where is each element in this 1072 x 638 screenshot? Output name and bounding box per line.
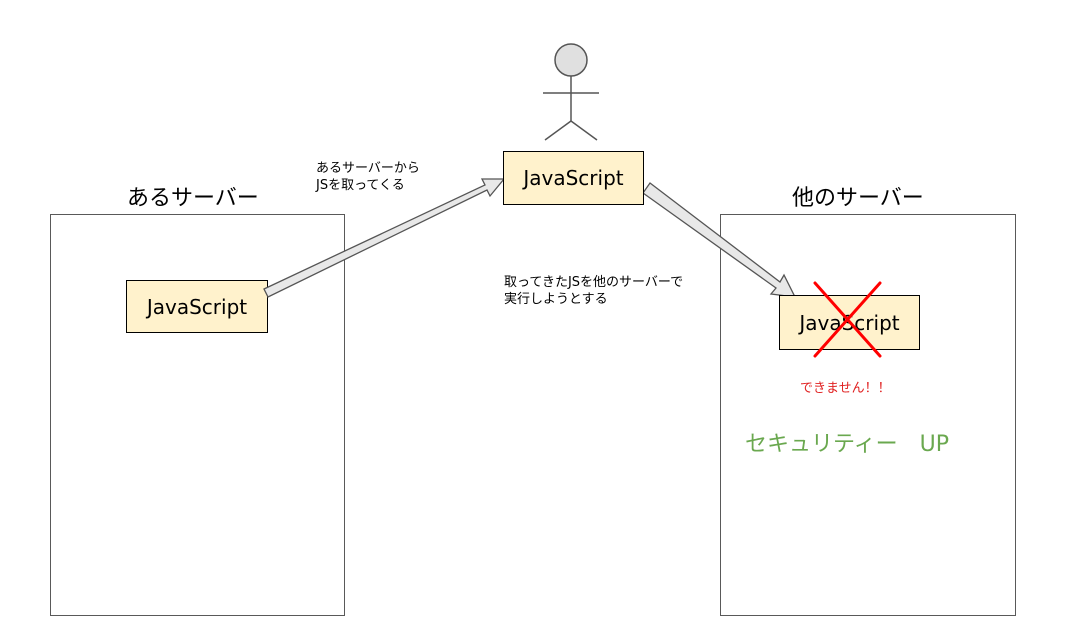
security-up-label: セキュリティー UP: [745, 432, 950, 457]
fetch-note-line1: あるサーバーから: [316, 161, 420, 176]
fetch-note-line2: JSを取ってくる: [316, 178, 405, 193]
source-server-title: あるサーバー: [127, 186, 259, 211]
execute-note-line2: 実行しようとする: [504, 292, 608, 307]
stick-figure-icon: [543, 43, 599, 141]
fetch-note: あるサーバーから JSを取ってくる: [316, 160, 420, 194]
other-server-title: 他のサーバー: [792, 186, 924, 211]
user-javascript-box: JavaScript: [503, 151, 644, 205]
blocked-message: できません！！: [800, 381, 891, 396]
execute-note-line1: 取ってきたJSを他のサーバーで: [504, 275, 684, 290]
execute-note: 取ってきたJSを他のサーバーで 実行しようとする: [504, 274, 683, 308]
other-javascript-box: JavaScript: [779, 295, 920, 350]
source-javascript-box: JavaScript: [126, 280, 268, 333]
fetch-arrow: [263, 178, 506, 298]
